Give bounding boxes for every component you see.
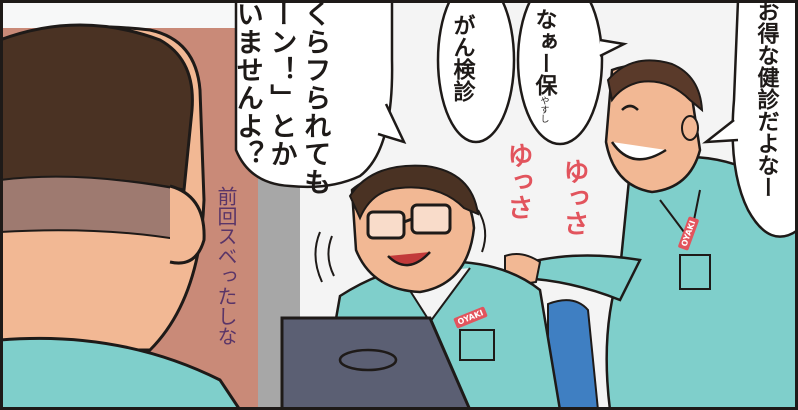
speech-right-text: お得な健診だよなー bbox=[753, 0, 779, 198]
speech-left-text: くらフられても ーン！」とか いませんよ？ bbox=[230, 0, 331, 196]
sfx-shake-2: ゆっさ bbox=[559, 158, 589, 236]
foreground-man bbox=[0, 23, 242, 410]
thought-text: 前回スベったしな bbox=[214, 186, 238, 346]
speech-left-line-1: くらフられても bbox=[299, 0, 331, 196]
laptop bbox=[280, 316, 472, 410]
furigana: やすし bbox=[538, 96, 549, 123]
speech-middle-1-text: がん検診 bbox=[449, 14, 475, 102]
sfx-shake-1: ゆっさ bbox=[503, 142, 533, 220]
speech-middle-2-main: なぁー保 bbox=[531, 8, 557, 96]
chair bbox=[547, 299, 600, 410]
speech-balloon-middle-1 bbox=[436, 0, 516, 144]
standing-man bbox=[504, 59, 798, 410]
speech-left-line-3: いませんよ？ bbox=[231, 0, 263, 168]
speech-middle-2-text: なぁー保やすし bbox=[530, 8, 558, 123]
speech-balloon-middle-2 bbox=[516, 0, 604, 146]
speech-balloon-left bbox=[234, 0, 394, 189]
speech-left-line-2: ーン！」とか bbox=[265, 0, 297, 168]
